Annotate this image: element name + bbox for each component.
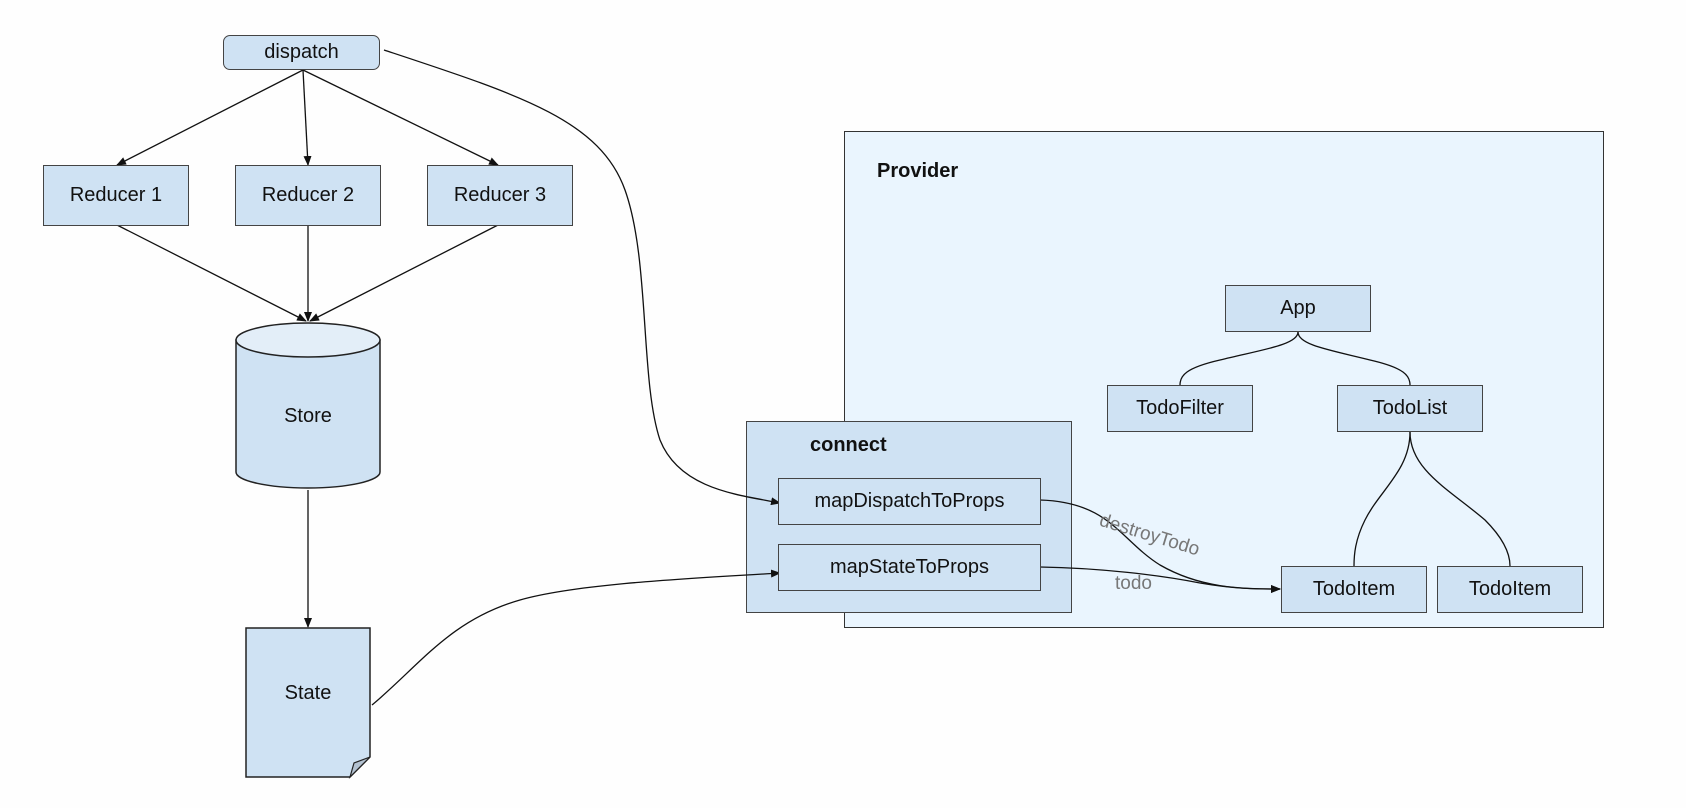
edge-dispatch-reducer2 — [302, 69, 312, 166]
edge-state-mapstate — [371, 569, 781, 706]
reducer-1-node: Reducer 1 — [43, 165, 189, 226]
dispatch-node: dispatch — [223, 35, 380, 70]
connect-label: connect — [810, 434, 887, 456]
app-node: App — [1225, 285, 1371, 332]
edge-todolist-todoitem2 — [1409, 431, 1511, 567]
edge-app-todofilter — [1179, 331, 1299, 386]
edge-reducer3-store — [309, 224, 499, 322]
state-document — [245, 627, 371, 780]
store-node: Store — [284, 405, 332, 427]
state-node: State — [284, 682, 332, 704]
map-dispatch-to-props-node: mapDispatchToProps — [778, 478, 1041, 525]
todo-list-node: TodoList — [1337, 385, 1483, 432]
edge-label-todo: todo — [1115, 573, 1152, 594]
provider-label: Provider — [877, 160, 959, 182]
reducer-2-node: Reducer 2 — [235, 165, 381, 226]
edge-reducer1-store — [116, 224, 307, 322]
reducer-3-node: Reducer 3 — [427, 165, 573, 226]
todo-item-node-2: TodoItem — [1437, 566, 1583, 613]
store-cylinder — [235, 322, 381, 489]
todo-filter-node: TodoFilter — [1107, 385, 1253, 432]
edge-mapstate-todoitem — [1039, 566, 1281, 593]
edge-dispatch-reducer1 — [116, 69, 304, 166]
edge-dispatch-reducer3 — [302, 69, 499, 166]
edge-todolist-todoitem1 — [1353, 431, 1411, 567]
edge-app-todolist — [1297, 331, 1411, 386]
todo-item-node-1: TodoItem — [1281, 566, 1427, 613]
map-state-to-props-node: mapStateToProps — [778, 544, 1041, 591]
edge-dispatch-mapdispatch — [383, 49, 781, 506]
